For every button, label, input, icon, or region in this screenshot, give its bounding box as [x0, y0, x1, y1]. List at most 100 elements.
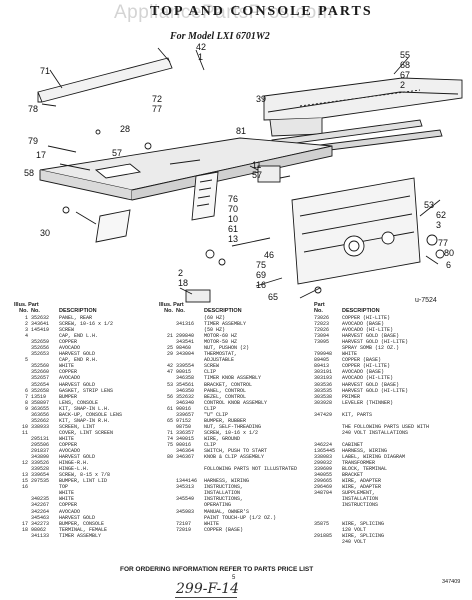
- part-description: AVOCADO (BASE): [342, 321, 385, 328]
- part-number: 73026: [314, 315, 330, 321]
- part-number: 352632: [176, 393, 195, 400]
- part-number: 303193: [314, 375, 333, 382]
- part-number: 297535: [31, 478, 50, 485]
- illus-number: 2: [24, 321, 28, 328]
- part-description: COPPER (HI-LITE): [342, 315, 391, 321]
- diagram-drawing: [37, 47, 463, 303]
- callout-label: 68: [400, 60, 410, 70]
- part-number: 339528: [31, 466, 50, 473]
- callout-label: 72: [152, 94, 162, 104]
- document-code: 347409: [442, 579, 461, 585]
- part-description: FOLLOWING PARTS NOT ILLUSTRATED: [204, 466, 298, 473]
- callout-label: 13: [228, 234, 238, 244]
- illus-number: 9: [24, 405, 28, 412]
- part-number: 303191: [314, 369, 333, 376]
- part-description: TIMER ASSEMBLY: [204, 321, 247, 328]
- part-description: WIRE, SPLICING: [342, 520, 385, 527]
- part-number: 73095: [314, 339, 330, 346]
- part-description: MOTOR-60 HZ: [204, 333, 238, 340]
- illus-number: 15: [21, 478, 28, 485]
- part-number: 73094: [314, 333, 330, 340]
- illus-number: 12: [21, 460, 28, 467]
- part-description: BACK-UP, CONSOLE LENS: [59, 411, 123, 418]
- part-description: COPPER: [59, 502, 78, 509]
- callout-label: 79: [28, 136, 38, 146]
- part-number: 363655: [31, 405, 50, 412]
- part-number: 346367: [176, 454, 195, 461]
- part-number: 90015: [176, 369, 192, 376]
- part-number: 358897: [31, 399, 50, 406]
- part-number: 303538: [314, 393, 333, 400]
- part-number: 343541: [176, 339, 195, 346]
- illus-number: 11: [21, 429, 28, 436]
- part-description: BEZEL, CONTROL: [204, 393, 247, 400]
- callout-label: 46: [264, 250, 274, 260]
- illus-number: 71: [166, 429, 173, 436]
- part-number: 354561: [176, 381, 195, 388]
- part-description: BUMPER, CONSOLE: [59, 520, 105, 527]
- part-description: WIRE, ADAPTER: [342, 478, 382, 485]
- table-row: 240 VOLT: [314, 539, 466, 545]
- part-number: 352654: [31, 381, 50, 388]
- callout-label: 55: [400, 50, 410, 60]
- part-description: OPERATING: [204, 502, 232, 509]
- part-number: 295506: [31, 441, 50, 448]
- callout-label: 70: [228, 204, 238, 214]
- part-number: 340235: [31, 496, 50, 503]
- part-description: HARVEST GOLD: [59, 514, 96, 521]
- callout-label: 18: [178, 278, 188, 288]
- part-description: SCREW: [204, 363, 220, 370]
- part-number: 13519: [31, 393, 47, 400]
- part-description: COVER, LINT SCREEN: [59, 429, 114, 436]
- part-description: SCREW, 10-16 x 1/2: [59, 321, 114, 328]
- part-number: 35875: [314, 520, 330, 527]
- part-description: TIMER KNOB ASSEMBLY: [204, 375, 262, 382]
- part-number: 338083: [314, 454, 333, 461]
- part-description: 240 VOLT INSTALLATIONS: [342, 429, 409, 436]
- callout-label: 65: [268, 292, 278, 302]
- part-description: NUT, SELF-THREADING: [204, 423, 262, 430]
- part-number: 72107: [176, 520, 192, 527]
- part-description: AVOCADO (HI-LITE): [342, 375, 394, 382]
- part-number: 352657: [31, 375, 50, 382]
- part-description: WHITE: [59, 496, 75, 503]
- part-number: 346364: [176, 448, 195, 455]
- table-row: ADJUSTABLE: [159, 357, 304, 363]
- callout-label: 39: [256, 94, 266, 104]
- callout-label: 75: [256, 260, 266, 270]
- callout-label: 11: [252, 160, 261, 170]
- callout-label: 30: [40, 228, 50, 238]
- part-description: 120 VOLT: [342, 526, 367, 533]
- part-description: HARVEST GOLD (BASE): [342, 381, 400, 388]
- part-number: 352653: [31, 351, 50, 358]
- illus-number: 3: [24, 327, 28, 334]
- part-number: 341133: [31, 532, 50, 539]
- part-number: 89405: [314, 357, 330, 364]
- illus-number: 25: [166, 345, 173, 352]
